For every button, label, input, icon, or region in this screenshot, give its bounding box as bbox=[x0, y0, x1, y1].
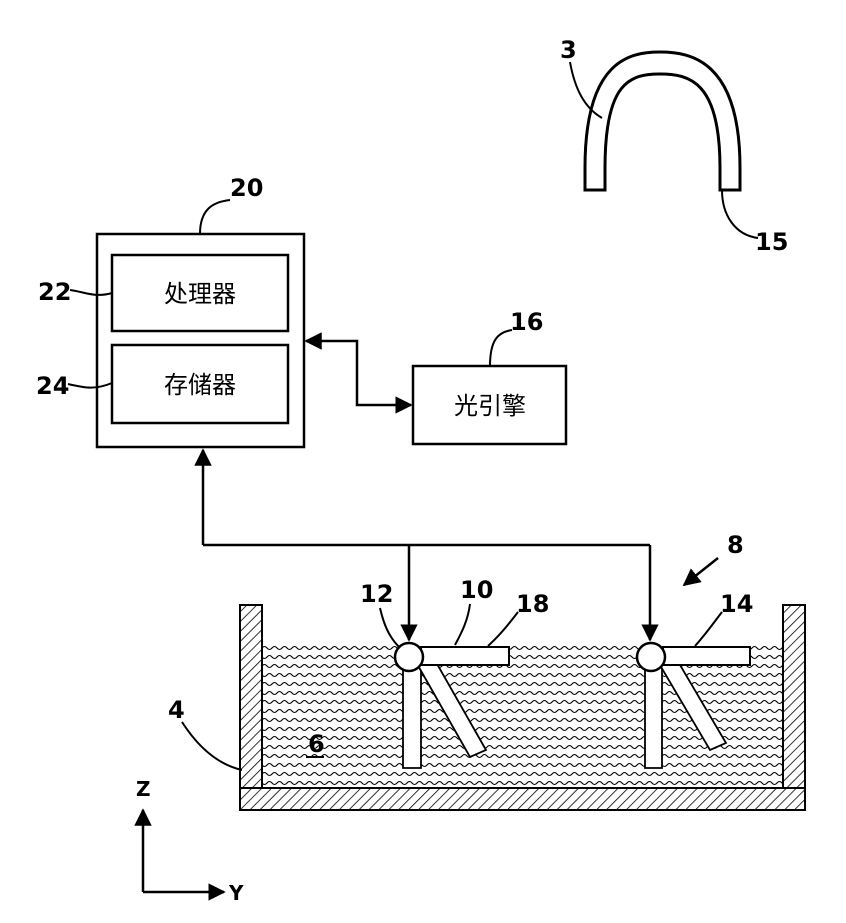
label-18: 18 bbox=[516, 590, 549, 618]
liquid-wave bbox=[252, 683, 802, 686]
arch-element bbox=[585, 52, 740, 190]
leader-20 bbox=[200, 200, 230, 234]
memory-label: 存储器 bbox=[164, 371, 236, 399]
vat bbox=[240, 605, 805, 810]
label-6: 6 bbox=[308, 730, 325, 758]
liquid-wave bbox=[257, 764, 797, 767]
processor-label: 处理器 bbox=[164, 280, 236, 308]
liquid-wave bbox=[252, 701, 802, 704]
liquid-wave bbox=[252, 773, 802, 776]
leader-10 bbox=[455, 604, 470, 645]
axes bbox=[143, 810, 224, 892]
leader-14 bbox=[695, 612, 722, 646]
z-axis-label: Z bbox=[136, 777, 151, 801]
plate-10 bbox=[421, 647, 509, 665]
leader-8 bbox=[684, 558, 718, 585]
leader-18 bbox=[488, 612, 518, 646]
leader-16 bbox=[490, 330, 512, 366]
label-4: 4 bbox=[168, 696, 185, 724]
actuator-14 bbox=[637, 643, 750, 768]
plate-14 bbox=[663, 647, 750, 665]
label-20: 20 bbox=[230, 174, 263, 202]
label-15: 15 bbox=[755, 228, 788, 256]
connector-controller-light-engine bbox=[306, 341, 411, 405]
leader-15 bbox=[722, 190, 758, 238]
controller-box bbox=[97, 234, 304, 447]
liquid-wave bbox=[252, 719, 802, 722]
label-10: 10 bbox=[460, 576, 493, 604]
label-8: 8 bbox=[727, 531, 744, 559]
liquid-wave bbox=[257, 710, 797, 713]
label-14: 14 bbox=[720, 590, 753, 618]
liquid-wave bbox=[252, 755, 802, 758]
liquid-wave bbox=[257, 674, 797, 677]
liquid bbox=[252, 647, 802, 785]
liquid-wave bbox=[257, 782, 797, 785]
label-22: 22 bbox=[38, 278, 71, 306]
label-3: 3 bbox=[560, 36, 577, 64]
leader-12 bbox=[380, 608, 400, 648]
liquid-wave bbox=[257, 692, 797, 695]
light-engine-label: 光引擎 bbox=[454, 392, 526, 420]
y-axis-label: Y bbox=[228, 881, 244, 905]
label-12: 12 bbox=[360, 580, 393, 608]
label-24: 24 bbox=[36, 372, 69, 400]
label-16: 16 bbox=[510, 308, 543, 336]
leader-4 bbox=[182, 722, 242, 770]
actuator-12 bbox=[395, 643, 509, 768]
